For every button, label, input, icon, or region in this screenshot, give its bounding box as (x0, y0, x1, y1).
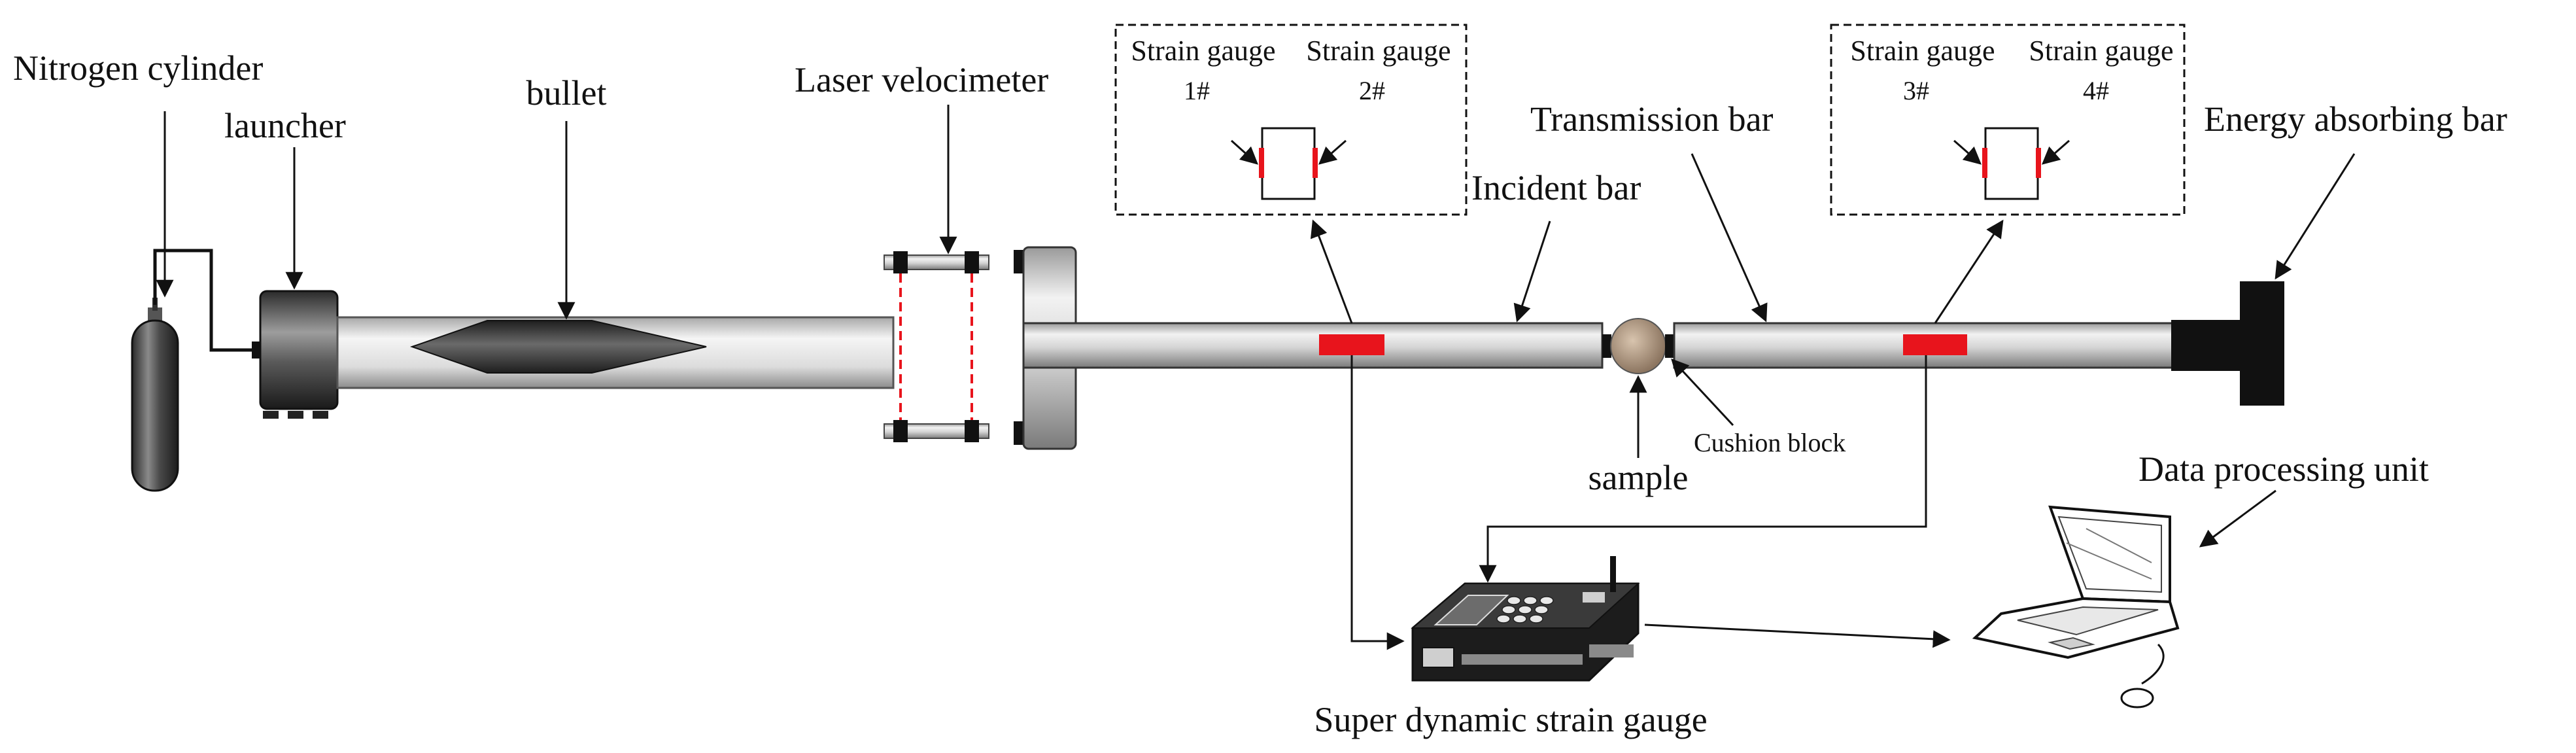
wire-incident-gauge (1350, 355, 1405, 650)
wire-to-computer (1644, 623, 1951, 648)
gas-inlet (252, 341, 261, 359)
inset-right-gauge-4-label: Strain gauge (2029, 35, 2173, 67)
label-laser-velocimeter: Laser velocimeter (795, 60, 1048, 99)
strain-gauge-transmission (1903, 334, 1967, 355)
inset-left-gauge-1-label: Strain gauge (1131, 35, 1275, 67)
inset-left-gauge-2-number: 2# (1359, 76, 1385, 105)
bullet-projectile (409, 320, 707, 374)
label-incident-bar: Incident bar (1471, 168, 1641, 207)
arrow-cushion-block (1671, 359, 1734, 427)
inset-right-arrow-3 (1953, 139, 1982, 165)
inset-left-gauge-1 (1259, 148, 1264, 178)
inset-left-arrow-1 (1230, 139, 1259, 165)
inset-right-gauge-3 (1982, 148, 1987, 178)
cushion-block-left (1602, 334, 1611, 358)
sample-specimen (1610, 318, 1666, 374)
label-nitrogen-cylinder: Nitrogen cylinder (13, 48, 263, 88)
inset-left-specimen (1261, 127, 1316, 200)
launcher (259, 290, 339, 419)
arrow-transmission-bar (1691, 153, 1768, 323)
label-transmission-bar: Transmission bar (1530, 99, 1774, 139)
strain-gauge-device (1411, 556, 1640, 682)
nitrogen-cylinder (131, 298, 179, 492)
incident-bar (1022, 322, 1604, 369)
inset-right-specimen (1984, 127, 2039, 200)
label-super-dynamic-strain-gauge: Super dynamic strain gauge (1314, 700, 1707, 739)
label-sample: sample (1589, 458, 1689, 497)
inset-right-gauge-3-number: 3# (1903, 76, 1929, 105)
inset-left-gauge-2-label: Strain gauge (1306, 35, 1451, 67)
inset-left-gauge-2 (1313, 148, 1318, 178)
inset-left-arrow-2 (1318, 139, 1347, 165)
gas-pipe (153, 249, 256, 352)
arrow-incident-bar (1513, 220, 1551, 323)
cushion-block-right (1665, 334, 1674, 358)
inset-right-gauge-4 (2036, 148, 2041, 178)
laser-velocimeter (884, 251, 989, 442)
inset-right-arrow-4 (2041, 139, 2070, 165)
arrow-data-processing-unit (2199, 489, 2276, 548)
wire-transmission-gauge (1479, 355, 1927, 583)
label-cushion-block: Cushion block (1694, 428, 1846, 457)
strain-gauge-incident (1319, 334, 1384, 355)
inset-right-gauge-3-label: Strain gauge (1850, 35, 1995, 67)
inset-right-gauge-4-number: 4# (2083, 76, 2109, 105)
label-bullet: bullet (526, 73, 607, 113)
inset-right-pointer (1934, 219, 2004, 324)
label-data-processing-unit: Data processing unit (2138, 449, 2429, 489)
inset-left-gauge-1-number: 1# (1184, 76, 1210, 105)
laptop-computer (1972, 505, 2180, 709)
energy-absorbing-bar (2171, 281, 2284, 406)
inset-left-pointer (1310, 219, 1353, 324)
label-energy-absorbing-bar: Energy absorbing bar (2204, 99, 2507, 139)
arrow-energy-absorbing-bar (2275, 153, 2356, 280)
label-launcher: launcher (224, 106, 346, 145)
